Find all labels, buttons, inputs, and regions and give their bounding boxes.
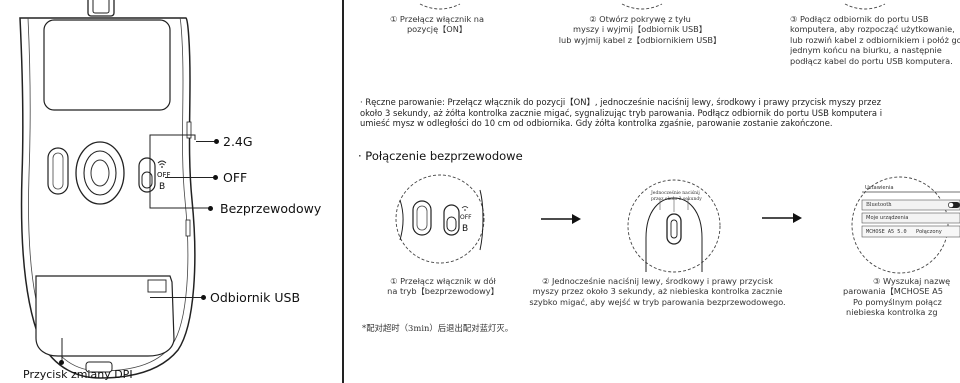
receiver-dot [201,295,206,300]
top-step-3-line-3: lub rozwiń kabel z odbiornikiem i połóż … [790,34,960,45]
top-step-3: ③ Podłącz odbiornik do portu USB kompute… [790,14,960,66]
wireless-step-3-line-1: ③ Wyszukaj nazwę [873,276,951,286]
wireless-section-title: · Połączenie bezprzewodowe [358,149,523,163]
phone-devices: Moje urządzenia [866,215,909,221]
circle1-b-mark: B [462,224,469,234]
receiver-leader [150,297,202,298]
off-leader [165,177,215,178]
top-step-1: ① Przełącz włącznik na pozycję【ON】 [372,14,502,35]
wireless-step-2-line-2: myszy przez około 3 sekundy, aż niebiesk… [532,286,783,297]
footnote: *配对超时（3min）后退出配对蓝灯灭。 [362,323,514,333]
freq-leader [196,141,216,142]
wireless-step-2-line-1: ② Jednocześnie naciśnij lewy, środkowy i… [542,276,773,286]
receiver-label: Odbiornik USB [210,290,301,305]
wireless-step-3-line-3: Po pomyślnym połącz [853,296,942,307]
switch-b-mark: B [159,182,166,192]
phone-header: Ustawienia [865,185,894,191]
wireless-step-2-line-3: szybko migać, aby wejść w tryb parowania… [529,296,786,307]
switch-off-mark: OFF [157,171,171,179]
panel-divider [342,0,344,383]
top-step-3-line-5: podłącz kabel do portu USB komputera. [790,55,953,66]
wireless-step-2: ② Jednocześnie naciśnij lewy, środkowy i… [520,276,795,307]
wireless-dot [208,206,213,211]
dpi-dot [59,360,64,365]
manual-pairing-line-2: około 3 sekundy, aż żółta kontrolka zacz… [360,107,883,118]
manual-pairing-line-3: umieść mysz w odległości do 10 cm od odb… [360,118,833,129]
phone-bluetooth: Bluetooth [866,202,892,208]
top-step-3-line-4: jednym końcu na biurku, a następnie [790,45,942,56]
wireless-step-3: ③ Wyszukaj nazwę parowania【MCHOSE A5 Po … [843,276,960,318]
circle2-mark-1: Jednocześnie naciśnij [651,191,700,196]
dpi-label: Przycisk zmiany DPI [23,368,133,381]
circle2-mark-2: przez około 3 sekundy [651,197,702,202]
top-step-3-line-2: komputera, aby rozpocząć użytkowanie, [790,24,955,35]
freq-label: 2.4G [223,134,253,149]
wireless-step-3-line-2: parowania【MCHOSE A5 [843,286,943,297]
top-step-3-line-1: ③ Podłącz odbiornik do portu USB [790,14,929,24]
top-step-2: ② Otwórz pokrywę z tyłu myszy i wyjmij【o… [555,14,725,45]
top-step-2-line-3: lub wyjmij kabel z【odbiornikiem USB】 [558,34,722,45]
top-circles [419,3,886,10]
wireless-step-1-line-1: ① Przełącz włącznik w dół [390,276,496,286]
circle1-off-mark: OFF [460,214,472,221]
wireless-step-3-line-4: niebieska kontrolka zg [846,307,938,318]
top-step-2-line-2: myszy i wyjmij【odbiornik USB】 [573,24,707,35]
top-step-1-line-2: pozycję【ON】 [406,24,468,35]
off-label: OFF [223,170,248,185]
top-step-2-line-1: ② Otwórz pokrywę z tyłu [589,14,691,24]
wireless-label: Bezprzewodowy [220,201,322,216]
phone-status: Połączony [916,229,942,235]
manual-pairing-line-1: · Ręczne parowanie: Przełącz włącznik do… [360,97,881,107]
freq-dot [214,139,219,144]
off-dot [213,175,218,180]
manual-pairing-text: · Ręczne parowanie: Przełącz włącznik do… [360,97,960,129]
wireless-step-1-line-2: na tryb【bezprzewodowy】 [387,286,499,297]
wireless-step-1: ① Przełącz włącznik w dół na tryb【bezprz… [378,276,508,297]
phone-device-name[interactable]: MCHOSE A5 5.0 [866,229,907,235]
top-step-1-line-1: ① Przełącz włącznik na [389,14,485,24]
